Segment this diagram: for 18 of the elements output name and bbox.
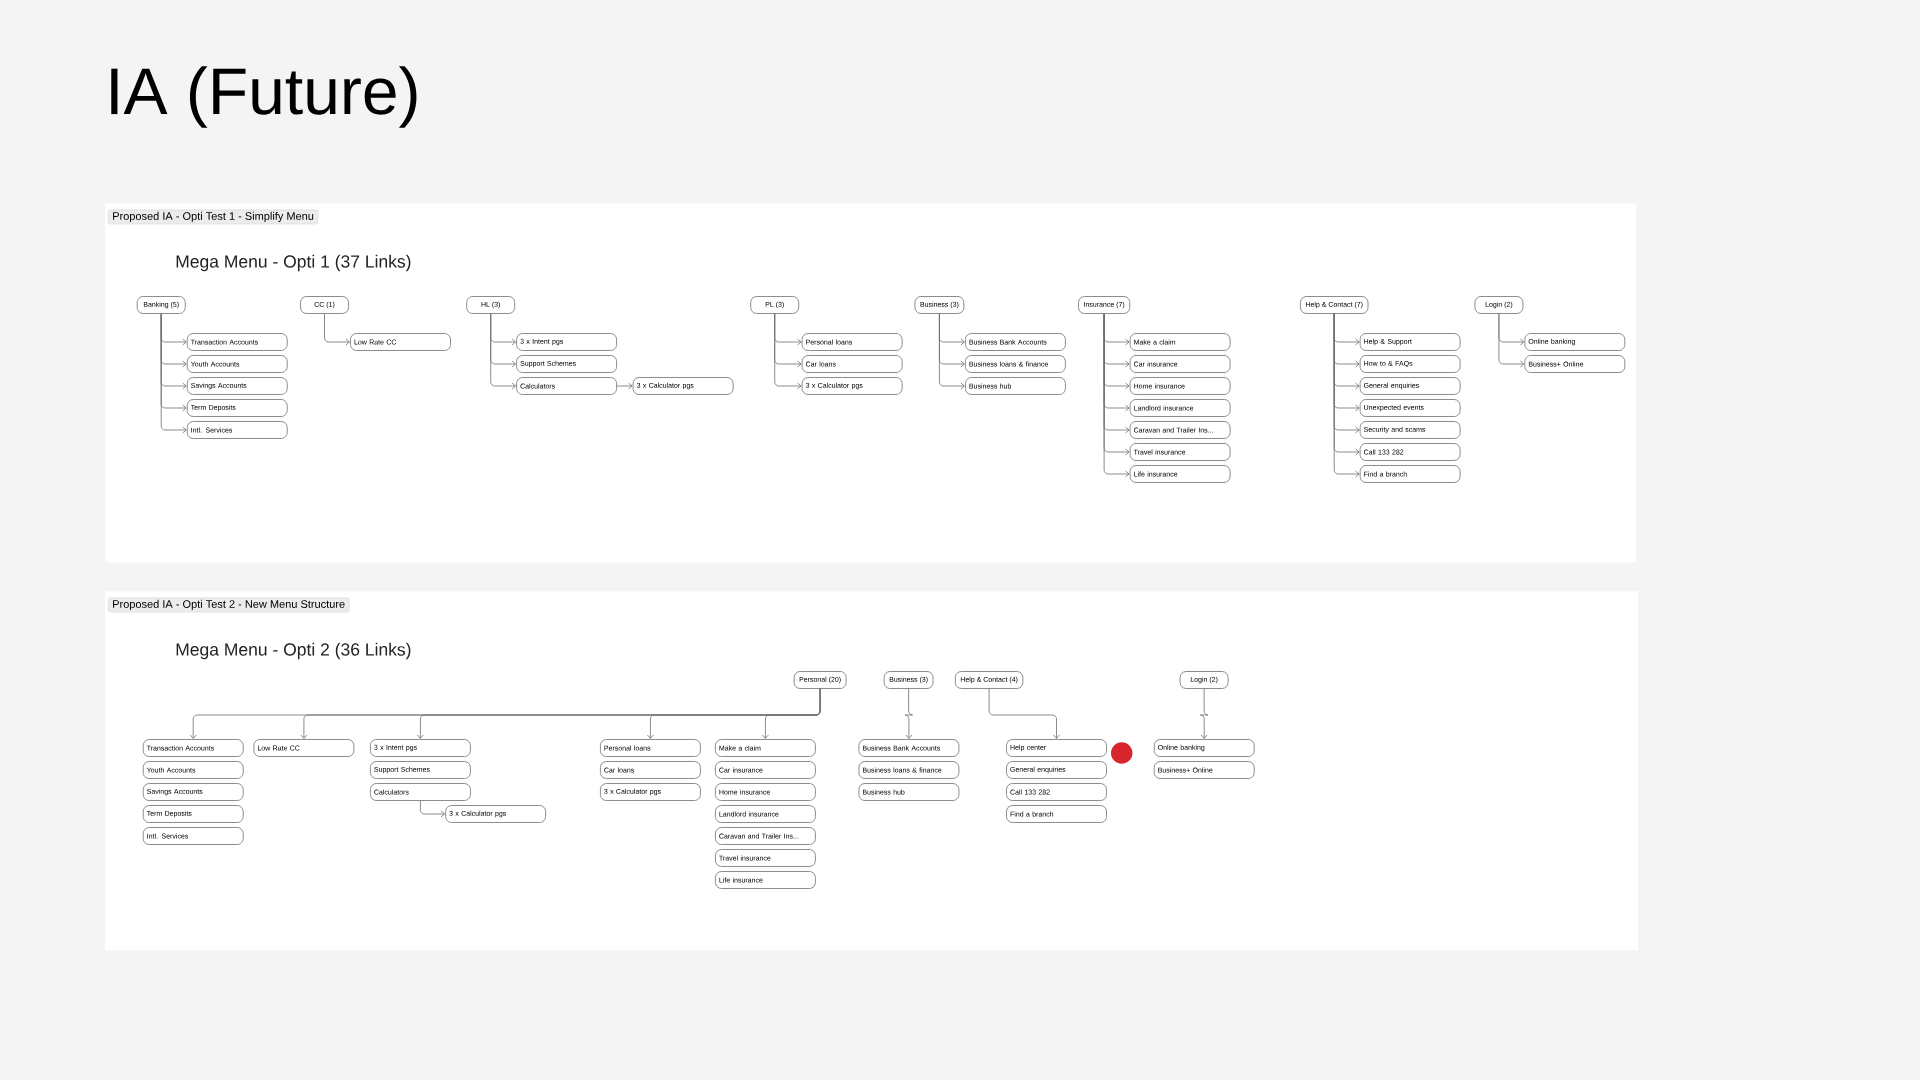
- arrow: [420, 800, 445, 818]
- arrow: [324, 313, 350, 346]
- arrow: [762, 688, 821, 739]
- heading: Mega Menu - Opti 2 (36 Links): [176, 642, 411, 660]
- arrow: [616, 382, 633, 390]
- panel: [105, 591, 1639, 951]
- arrow: [774, 313, 802, 390]
- arrow: [988, 688, 1060, 739]
- arrow: [1498, 313, 1525, 368]
- heading: Mega Menu - Opti 1 (37 Links): [176, 254, 411, 272]
- arrow: [1199, 688, 1209, 739]
- arrow: [490, 313, 516, 390]
- tab-label: Proposed IA - Opti Test 1 - Simplify Menu: [108, 209, 319, 225]
- tab-label: Proposed IA - Opti Test 2 - New Menu Structure: [108, 597, 350, 613]
- arrow: [939, 313, 965, 390]
- title: IA (Future): [111, 66, 417, 128]
- arrow: [904, 688, 913, 739]
- arrow: [160, 313, 187, 434]
